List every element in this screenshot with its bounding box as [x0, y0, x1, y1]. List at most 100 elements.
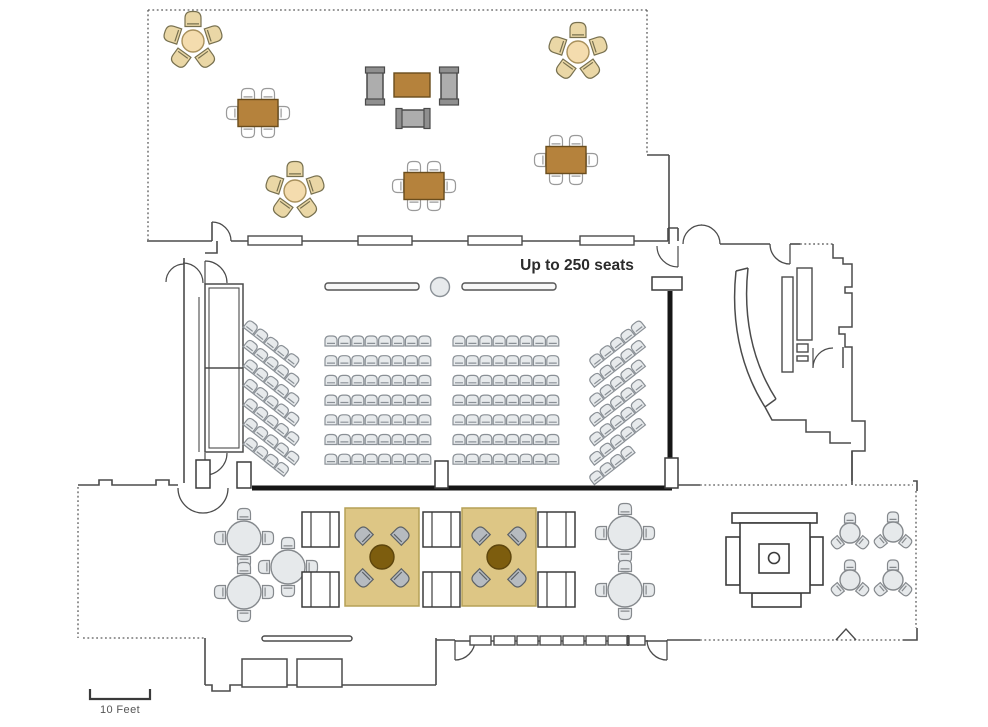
rect-table-6-seats: [391, 160, 457, 212]
chair: [642, 525, 656, 541]
chair: [519, 335, 533, 347]
cocktail-table-3-seats: [873, 511, 913, 549]
chair: [404, 453, 418, 465]
chair: [519, 374, 533, 386]
chair: [546, 433, 560, 446]
chair: [568, 134, 584, 148]
head-table: [461, 282, 557, 291]
chair: [337, 335, 351, 347]
chair: [548, 172, 564, 186]
window: [585, 635, 607, 646]
lounge-set: [364, 66, 460, 130]
buffet-table: [422, 511, 461, 548]
chair: [263, 395, 279, 411]
round-ottoman: [486, 544, 512, 570]
double-door-arc: [177, 487, 229, 514]
chair: [886, 559, 900, 571]
table: [545, 145, 587, 175]
podium: [429, 276, 451, 298]
chair: [589, 431, 605, 447]
chair: [242, 320, 258, 336]
chair: [443, 178, 457, 194]
chair: [418, 414, 432, 426]
chair: [283, 372, 300, 388]
window: [562, 635, 585, 646]
chair: [492, 414, 506, 426]
chair: [378, 355, 392, 367]
banquet-windows: [247, 235, 635, 246]
chair: [873, 533, 889, 549]
entry-mark: [835, 627, 857, 641]
chair: [452, 355, 466, 367]
banquet-furniture: [163, 10, 608, 218]
chair: [280, 584, 296, 598]
scale-bar: 10 Feet: [88, 689, 152, 716]
chair: [599, 403, 616, 419]
landing: [651, 276, 683, 291]
bench: [261, 635, 353, 642]
chair: [273, 403, 290, 419]
chair: [620, 426, 636, 442]
table-fold-lines: [310, 572, 331, 607]
chair: [642, 582, 656, 598]
chair: [465, 374, 479, 386]
door-arc: [646, 639, 668, 661]
chair: [351, 433, 365, 446]
seat-block-center-right: [452, 335, 560, 465]
chair: [351, 355, 365, 367]
chair: [630, 320, 647, 336]
window: [357, 235, 413, 246]
rect-table-6-seats: [533, 134, 599, 186]
chair: [465, 453, 479, 465]
chair: [252, 348, 269, 364]
chair: [273, 344, 290, 361]
chair: [364, 355, 378, 367]
round-table: [226, 574, 262, 610]
chair: [261, 530, 275, 546]
round-table: [566, 40, 590, 64]
chair: [364, 433, 378, 446]
chair: [418, 335, 432, 347]
round-table-5-seats: [548, 21, 608, 79]
auditorium-thick-walls: [252, 291, 673, 491]
chair: [599, 364, 616, 380]
chair: [406, 160, 422, 174]
chair: [337, 394, 351, 406]
chair: [426, 198, 442, 212]
chair: [452, 335, 466, 347]
chair: [452, 394, 466, 406]
chair: [391, 355, 405, 367]
chair: [324, 335, 338, 347]
chair: [391, 335, 405, 347]
round-table-4-seats: [213, 561, 275, 623]
sofa-arm: [423, 107, 431, 130]
chair: [184, 10, 202, 28]
table: [403, 171, 445, 201]
exterior-benches: [241, 635, 353, 688]
chair: [404, 335, 418, 347]
chair: [426, 160, 442, 174]
chair: [465, 355, 479, 367]
chair: [479, 453, 493, 465]
chair: [389, 526, 410, 547]
chair: [546, 453, 560, 465]
chair: [479, 355, 493, 367]
chair: [479, 433, 493, 446]
chair: [242, 437, 258, 453]
chair: [273, 442, 290, 458]
chair: [351, 374, 365, 386]
table: [422, 511, 461, 548]
chair: [479, 335, 493, 347]
chair: [506, 567, 527, 588]
chair: [364, 394, 378, 406]
chair: [589, 411, 605, 427]
window: [516, 635, 539, 646]
chair: [286, 160, 304, 178]
chair: [418, 453, 432, 465]
bench: [296, 658, 343, 688]
chair: [897, 533, 913, 549]
chair: [609, 453, 626, 470]
chair: [263, 434, 279, 450]
chair: [492, 394, 506, 406]
chair: [351, 335, 365, 347]
